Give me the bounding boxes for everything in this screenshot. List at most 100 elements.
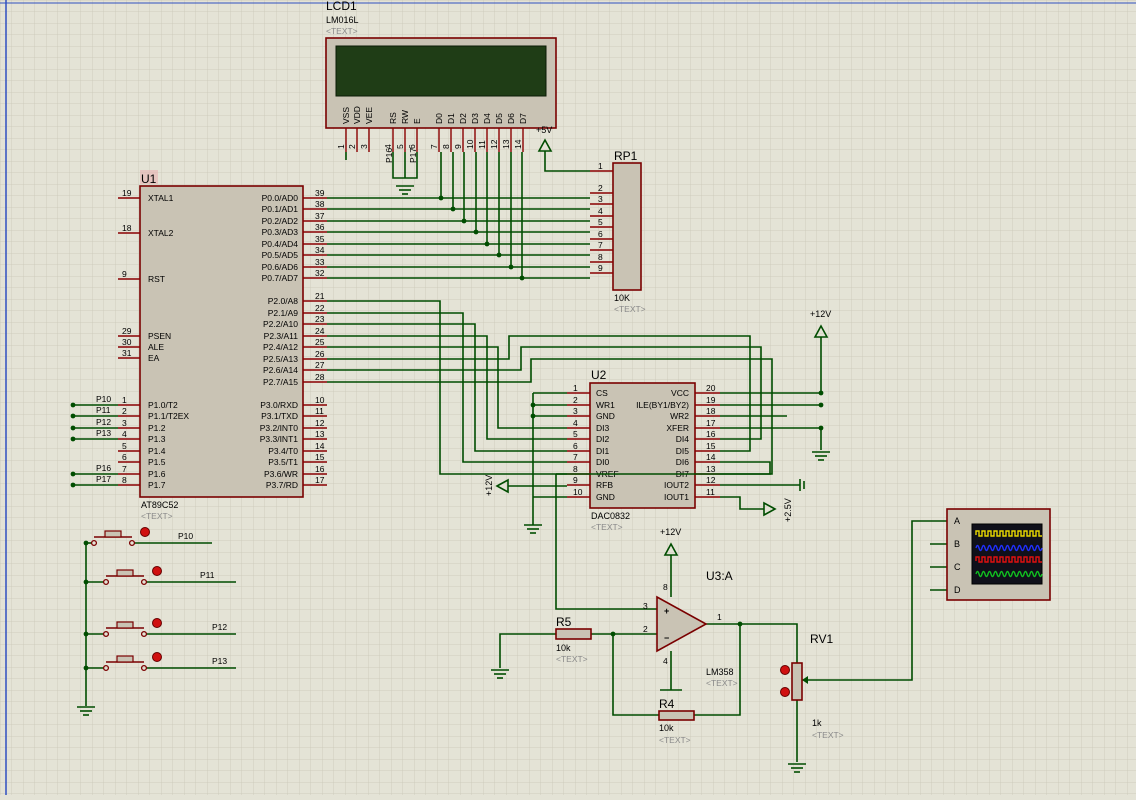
mcu-pin-num: 34 [315,245,325,255]
dac-pin-name: GND [596,411,615,421]
mcu-pin-num: 16 [315,464,325,474]
junction [818,402,824,408]
opamp-component[interactable]: U3:A + − 3 2 1 8 4 LM358 <TEXT> [643,569,738,688]
junction [438,195,444,201]
mcu-pin-num: 1 [122,395,127,405]
rv1-up-icon[interactable] [780,665,790,675]
mcu-pin-name: P2.3/A11 [264,331,299,341]
svg-text:−: − [664,633,669,643]
rv1-potentiometer[interactable]: RV1 1k <TEXT> [780,632,844,740]
lcd-pin-label: D6 [506,113,516,124]
mcu-pin-num: 21 [315,291,325,301]
rp1-pin-num: 3 [598,194,603,204]
dac-pin-num: 20 [706,383,716,393]
mcu-pin-num: 19 [122,188,132,198]
rp1-pin-num: 5 [598,217,603,227]
rp1-text: <TEXT> [614,304,646,314]
lcd-pin-label: VDD [352,106,362,124]
dac-pin-num: 6 [573,441,578,451]
push-button[interactable] [102,652,162,672]
mcu-pin-name: ALE [148,342,164,352]
svg-text:2: 2 [643,624,648,634]
mcu-pin-name: P2.2/A10 [263,319,298,329]
rp1-ref: RP1 [614,149,638,163]
mcu-pin-num: 37 [315,211,325,221]
lcd-pin-num: 5 [395,144,405,149]
svg-text:R4: R4 [659,697,675,711]
button-actuator-icon[interactable] [152,566,162,576]
lcd-component[interactable]: LCD1 LM016L <TEXT> VSS1VDD2VEE3RS4RW5E6D… [325,0,557,163]
p2-bus-wire [327,323,567,452]
opamp-plus-wire [555,474,657,610]
junction [530,402,536,408]
push-button[interactable] [102,566,162,586]
r4-resistor[interactable]: R4 10k <TEXT> [658,697,695,745]
mcu-pin-name: P3.6/WR [264,469,298,479]
mcu-pin-name: P0.4/AD4 [262,239,299,249]
r5-resistor[interactable]: R5 10k <TEXT> [555,615,592,664]
svg-text:<TEXT>: <TEXT> [659,735,691,745]
mcu-pin-name: P2.5/A13 [263,354,298,364]
opamp-part: LM358 [706,667,734,677]
dac-pin-num: 15 [706,441,716,451]
r5-ground-wire [499,633,556,668]
push-button[interactable] [90,527,150,547]
lcd-pin-num: 9 [453,144,463,149]
mcu-pin-num: 2 [122,406,127,416]
mcu-pin-num: 14 [315,441,325,451]
dac-text: <TEXT> [591,522,623,532]
rp1-pin-num: 9 [598,263,603,273]
scope-trace [975,570,1043,578]
button-actuator-icon[interactable] [140,527,150,537]
push-button[interactable] [102,618,162,638]
lcd-pin-num: 6 [407,144,417,149]
junction [70,436,76,442]
scope-trace [975,530,1042,537]
lcd-pin-num: 3 [359,144,369,149]
lcd-pin-label: E [412,118,422,124]
mcu-pin-name: P2.4/A12 [263,342,298,352]
mcu-pin-name: P2.1/A9 [268,308,299,318]
rp1-vcc-wire [544,151,590,172]
mcu-pin-name: P2.6/A14 [263,365,298,375]
button-ground-icon [77,706,95,716]
mcu-pin-name: P0.6/AD6 [262,262,299,272]
button-actuator-icon[interactable] [152,652,162,662]
button-actuator-icon[interactable] [152,618,162,628]
mcu-pin-num: 3 [122,418,127,428]
mcu-pin-name: RST [148,274,165,284]
junction [508,264,514,270]
mcu-pin-name: P2.0/A8 [268,296,299,306]
lcd-part: LM016L [326,15,359,25]
mcu-pin-name: P1.2 [148,423,166,433]
svg-text:10k: 10k [659,723,674,733]
dac-pin-name: CS [596,388,608,398]
dac-part: DAC0832 [591,511,630,521]
mcu-pin-name: XTAL1 [148,193,174,203]
r4-right [694,623,741,716]
lcd-pin-label: D2 [458,113,468,124]
dac-pin-name: DI4 [676,434,690,444]
mcu-pin-num: 7 [122,464,127,474]
mcu-pin-name: P0.1/AD1 [262,204,299,214]
dac-pin-name: GND [596,492,615,502]
dac-pin-name: DI2 [596,434,610,444]
rv1-down-icon[interactable] [780,687,790,697]
rp1-pin-num: 1 [598,161,603,171]
mcu-pin-num: 32 [315,268,325,278]
rv1-ground-icon [788,763,806,773]
junction [461,218,467,224]
junction [519,275,525,281]
opamp-text: <TEXT> [706,678,738,688]
lcd-e-net: P17 [408,148,418,163]
mcu-pin-num: 22 [315,303,325,313]
dac-pin-name: DI0 [596,457,610,467]
lcd-text: <TEXT> [326,26,358,36]
svg-text:+: + [664,606,669,616]
